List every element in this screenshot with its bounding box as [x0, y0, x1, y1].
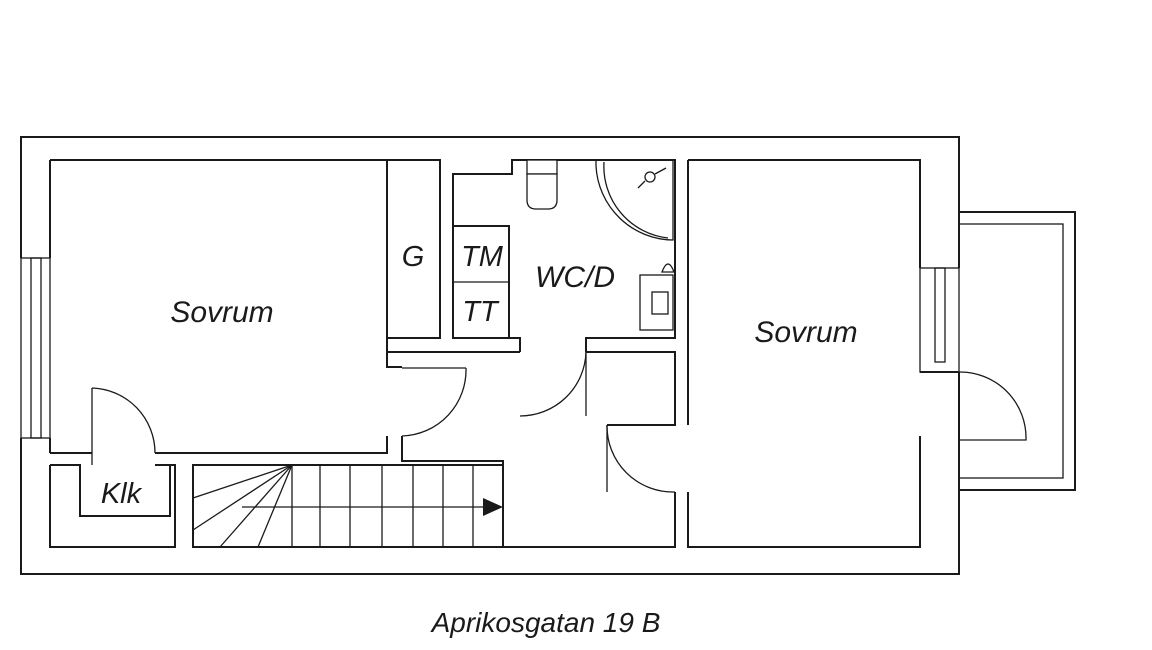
door-balcony: [958, 371, 1027, 441]
door-closet: [91, 387, 156, 454]
room-label-washer: TM: [461, 241, 504, 273]
closet-walls: [49, 464, 176, 548]
staircase: [192, 464, 504, 548]
bathroom-walls: [452, 159, 676, 352]
sink-icon: [639, 263, 675, 331]
room-label-closet: Klk: [101, 478, 143, 510]
room-label-bedroom-left: Sovrum: [170, 296, 273, 329]
room-label-bathroom: WC/D: [535, 261, 615, 294]
room-label-wardrobe: G: [402, 241, 425, 273]
room-label-bedroom-right: Sovrum: [754, 316, 857, 349]
door-bathroom: [519, 351, 587, 417]
toilet-icon: [526, 159, 558, 210]
window-right: [919, 267, 961, 373]
door-bedroom-left: [401, 367, 467, 437]
bedroom-right-walls: [687, 159, 921, 548]
room-label-dryer: TT: [462, 296, 500, 328]
wardrobe: [386, 159, 441, 339]
balcony: [958, 211, 1076, 491]
plan-caption: Aprikosgatan 19 B: [430, 607, 661, 638]
window-left: [19, 257, 51, 439]
stair-direction-arrow: [483, 498, 503, 516]
door-bedroom-right: [606, 424, 676, 493]
shower-icon: [595, 159, 674, 241]
